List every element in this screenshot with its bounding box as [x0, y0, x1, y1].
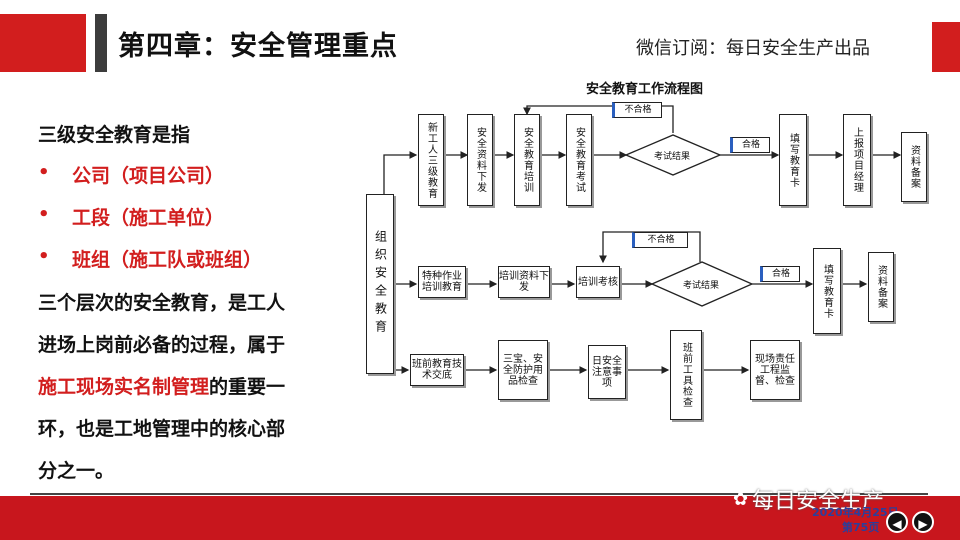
row2-pass-label: 合格	[760, 266, 800, 282]
para-line-4: 环，也是工地管理中的核心部	[38, 418, 286, 440]
para-line-2: 进场上岗前必备的过程，属于	[38, 334, 286, 356]
footer-divider	[30, 493, 928, 495]
bullet-dot: •	[38, 246, 50, 267]
row2-box-edu-card: 填写教育卡	[813, 248, 841, 334]
row3-box-ppe-check: 三宝、安全防护用品检查	[498, 340, 548, 400]
arrow-right-icon[interactable]: ▶	[912, 511, 934, 533]
bullet-dot: •	[38, 162, 50, 183]
row2-diamond-label: 考试结果	[683, 281, 720, 291]
row1-box-new-worker: 新工人三级教育	[418, 114, 444, 206]
row1-pass-label: 合格	[730, 137, 770, 153]
row2-box-archive: 资料备案	[868, 252, 894, 322]
header-red-block-right	[932, 22, 960, 72]
decision-diamond-1	[624, 134, 722, 176]
row2-box-materials: 培训资料下发	[498, 266, 550, 298]
footer-date: 2020年4月25日	[812, 506, 899, 519]
row3-box-daily-notes: 日安全注意事项	[588, 345, 626, 399]
bullet-dot: •	[38, 204, 50, 225]
para-line-3: 施工现场实名制管理的重要一	[38, 372, 285, 399]
root-box: 组织安全教育	[366, 194, 394, 374]
row1-box-archive: 资料备案	[901, 132, 927, 202]
row2-fail-label: 不合格	[632, 232, 688, 248]
arrow-left-icon[interactable]: ◀	[886, 511, 908, 533]
row1-diamond-label: 考试结果	[654, 152, 691, 162]
para-line-1: 三个层次的安全教育，是工人	[38, 292, 286, 314]
watermark-text: 每日安全生产	[752, 489, 885, 514]
decision-diamond-2	[650, 261, 754, 307]
bullet-team: 班组（施工队或班组）	[72, 249, 263, 271]
row1-box-training: 安全教育培训	[514, 114, 540, 206]
bullet-section: 工段（施工单位）	[72, 207, 225, 229]
footer-band	[0, 496, 960, 540]
row2-box-assessment: 培训考核	[576, 266, 620, 298]
intro-text: 三级安全教育是指	[38, 124, 191, 146]
wechat-icon: ✿	[733, 489, 749, 510]
para-red-phrase: 施工现场实名制管理	[38, 376, 210, 398]
row2-box-special-training: 特种作业培训教育	[418, 266, 466, 298]
footer-page-number: 第75页	[842, 521, 880, 534]
bullet-company: 公司（项目公司）	[72, 165, 225, 187]
row3-box-preshift: 班前教育技术交底	[410, 354, 464, 386]
row1-box-exam: 安全教育考试	[566, 114, 592, 206]
row1-box-materials: 安全资料下发	[467, 114, 493, 206]
para-line-5: 分之一。	[38, 460, 115, 482]
row1-box-report: 上报项目经理	[843, 114, 871, 206]
header-grey-bar	[95, 14, 107, 72]
header-red-block-left	[0, 14, 86, 72]
row3-box-supervision: 现场责任工程监督、检查	[750, 340, 800, 400]
page-title: 第四章：安全管理重点	[118, 31, 398, 62]
row1-box-edu-card: 填写教育卡	[779, 114, 807, 206]
para-after-red: 的重要一	[209, 376, 286, 398]
row3-box-tool-check: 班前工具检查	[670, 330, 702, 420]
row1-fail-label: 不合格	[612, 102, 662, 118]
flow-title: 安全教育工作流程图	[586, 82, 704, 97]
subscribe-note: 微信订阅：每日安全生产出品	[636, 38, 870, 59]
